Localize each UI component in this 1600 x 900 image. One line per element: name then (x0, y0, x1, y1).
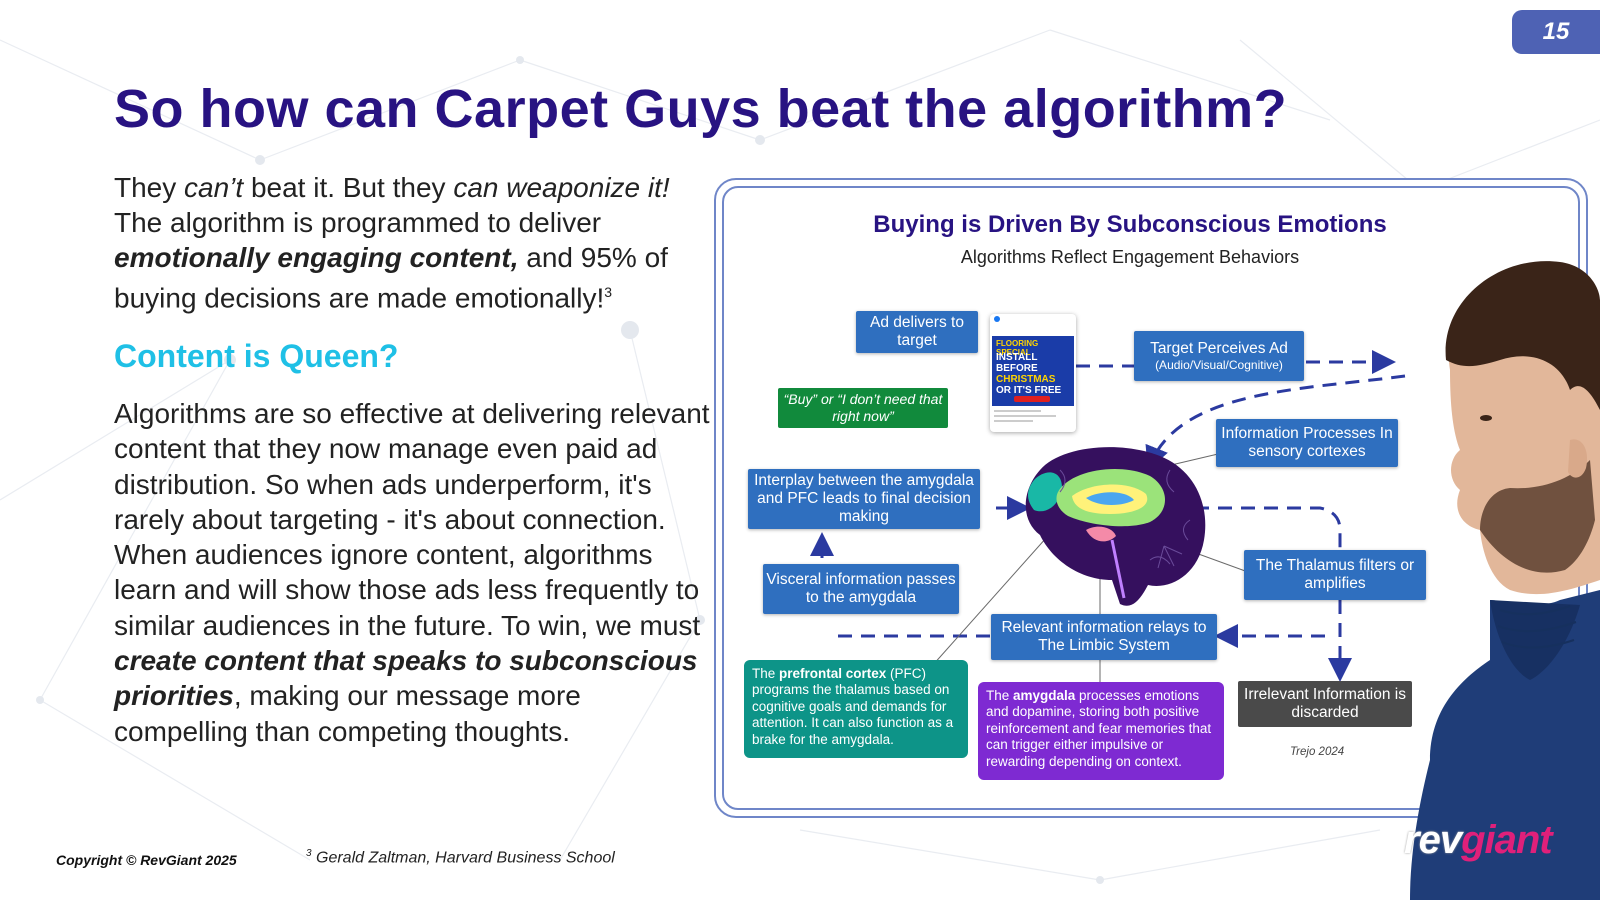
page-number-badge: 15 (1512, 10, 1600, 54)
diagram-title: Buying is Driven By Subconscious Emotion… (873, 211, 1387, 238)
ad-headline: FLOORING SPECIAL (996, 339, 1039, 357)
body-text-2: , making our message more compelling tha… (114, 680, 581, 747)
box-buy-decision: “Buy” or “I don’t need that right now” (778, 388, 948, 428)
box-irrelevant-discarded: Irrelevant Information is discarded (1238, 681, 1412, 727)
ad-line-1: INSTALL BEFORE (996, 352, 1038, 374)
logo-part-rev: rev (1404, 818, 1462, 862)
copyright: Copyright © RevGiant 2025 (56, 852, 237, 868)
ad-line-2: CHRISTMAS (996, 374, 1056, 385)
intro-text-4: and 95% of buying decisions are made emo… (114, 242, 668, 314)
intro-text-1: They (114, 172, 185, 203)
page-number: 15 (1542, 18, 1570, 45)
target-perceives-label: Target Perceives Ad (1150, 340, 1288, 357)
body-emphasis: create content that speaks to subconscio… (114, 645, 698, 712)
brain-illustration (1025, 447, 1206, 606)
box-interplay: Interplay between the amygdala and PFC l… (748, 469, 980, 529)
slide-title: So how can Carpet Guys beat the algorith… (114, 79, 1288, 139)
amygdala-text: processes emotions and dopamine, storing… (986, 688, 1212, 769)
box-info-processes: Information Processes In sensory cortexe… (1216, 419, 1398, 467)
amygdala-pre: The (986, 688, 1014, 703)
box-ad-delivers: Ad delivers to target (856, 311, 978, 353)
intro-footnote-ref: 3 (604, 284, 613, 300)
box-prefrontal-cortex: The prefrontal cortex (PFC) programs the… (744, 660, 968, 758)
facebook-icon (994, 316, 1000, 322)
person-photo (1410, 261, 1600, 900)
logo-part-giant: giant (1461, 818, 1553, 862)
intro-italic-2: can weaponize it! (453, 172, 670, 203)
ad-footer (994, 410, 1072, 430)
revgiant-logo: revgiant (1404, 818, 1553, 863)
pfc-text: (PFC) programs the thalamus based on cog… (752, 666, 954, 747)
pfc-pre: The (752, 666, 780, 681)
box-thalamus: The Thalamus filters or amplifies (1244, 550, 1426, 600)
intro-text-2: beat it. But they (243, 172, 454, 203)
ad-header (990, 314, 1076, 336)
intro-emphasis: emotionally engaging content, (114, 242, 519, 273)
diagram-citation: Trejo 2024 (1290, 746, 1345, 758)
intro-italic-1: can’t (184, 172, 244, 203)
footnote-text: Gerald Zaltman, Harvard Business School (311, 849, 615, 867)
amygdala-label: amygdala (1013, 688, 1076, 703)
box-target-perceives: Target Perceives Ad (Audio/Visual/Cognit… (1134, 331, 1304, 381)
box-visceral: Visceral information passes to the amygd… (763, 564, 959, 614)
subheading: Content is Queen? (114, 338, 399, 374)
body-paragraph: Algorithms are so effective at deliverin… (114, 396, 714, 749)
diagram-subtitle: Algorithms Reflect Engagement Behaviors (960, 247, 1300, 267)
footnote-number: 3 (306, 848, 312, 859)
target-perceives-sub: (Audio/Visual/Cognitive) (1155, 358, 1283, 372)
box-relevant-relays: Relevant information relays to The Limbi… (991, 614, 1217, 660)
ad-line-3: OR IT'S FREE (996, 385, 1062, 396)
intro-paragraph: They can’t beat it. But they can weaponi… (114, 170, 714, 315)
intro-text-3: The algorithm is programmed to deliver (114, 207, 602, 238)
footnote: 3 Gerald Zaltman, Harvard Business Schoo… (306, 848, 615, 867)
box-amygdala: The amygdala processes emotions and dopa… (978, 682, 1224, 780)
ad-cta-button (1014, 396, 1050, 402)
body-text-1: Algorithms are so effective at deliverin… (114, 398, 710, 641)
pfc-label: prefrontal cortex (779, 666, 887, 681)
